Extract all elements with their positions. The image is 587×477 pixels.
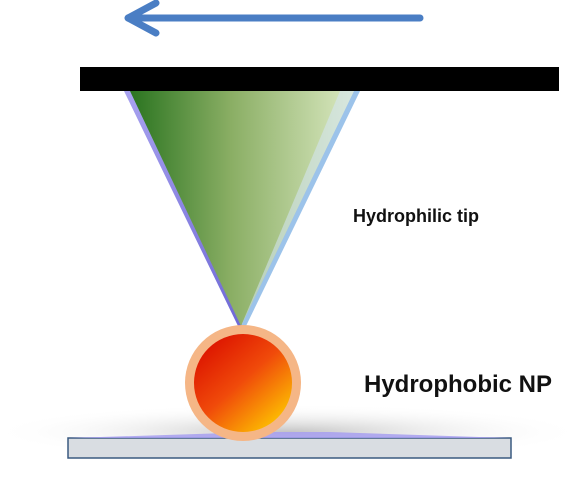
tip-label: Hydrophilic tip xyxy=(353,206,479,226)
cantilever-bar xyxy=(80,67,559,91)
arrow-left-icon xyxy=(124,0,424,37)
substrate xyxy=(67,432,512,459)
hydrophilic-tip xyxy=(124,91,360,326)
nanoparticle-label: Hydrophobic NP xyxy=(364,371,552,398)
hydrophobic-nanoparticle xyxy=(185,325,301,441)
